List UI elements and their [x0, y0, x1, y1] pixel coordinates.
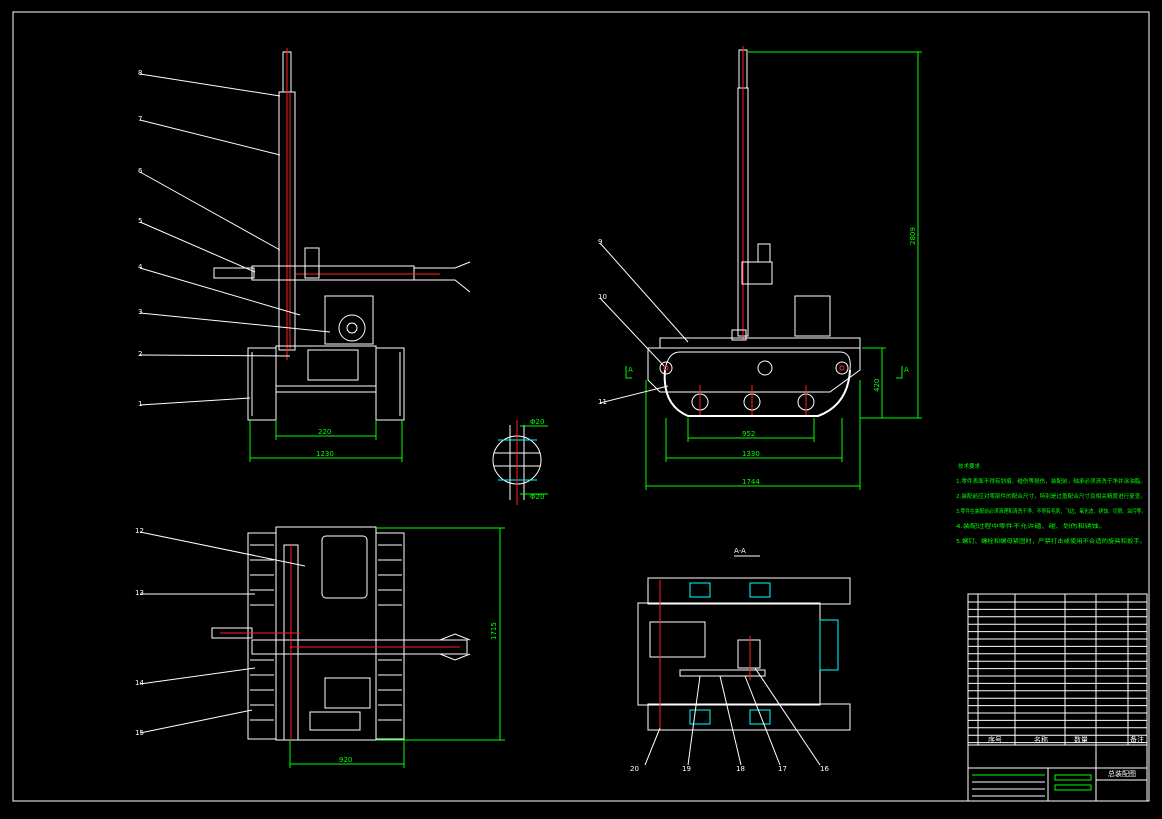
dim-952: 952: [742, 430, 755, 438]
section-view: A-A: [637, 547, 851, 766]
part-label-8: 8: [138, 69, 142, 77]
bom-header-no: 序号: [988, 735, 1002, 744]
part-label-9: 9: [598, 238, 602, 246]
notes-line-4: 4.装配过程中零件不允许磕、碰、划伤和锈蚀。: [956, 522, 1106, 530]
notes-line-3: 3.零件在装配前必须清理和清洗干净，不得有毛刺、飞边、氧化皮、锈蚀、切屑、油污等…: [956, 507, 1146, 515]
dim-1744: 1744: [742, 478, 760, 486]
part-label-3: 3: [138, 308, 142, 316]
dim-920: 920: [339, 756, 352, 764]
dim-1230: 1230: [316, 450, 334, 458]
part-label-13: 13: [135, 589, 144, 597]
part-label-14: 14: [135, 679, 144, 687]
part-label-1: 1: [138, 400, 142, 408]
part-label-6: 6: [138, 167, 143, 175]
side-view: 952 1330 1744 2809 420 A A: [625, 46, 922, 490]
drawing-name: 总装配图: [1108, 769, 1136, 778]
notes-line-5: 5.螺钉、螺栓和螺母紧固时，严禁打击或使用不合适的旋具和扳手。: [956, 537, 1146, 545]
part-label-10: 10: [598, 293, 607, 301]
part-label-2: 2: [138, 350, 142, 358]
dim-1715: 1715: [490, 622, 498, 640]
front-view: 220 1230: [213, 48, 471, 462]
part-label-12: 12: [135, 527, 144, 535]
part-label-15: 15: [135, 729, 144, 737]
dim-420: 420: [873, 379, 881, 392]
drawing-border: [12, 11, 1150, 802]
title-block: 序号 名称 数量 备注 总装配图: [967, 593, 1148, 802]
part-label-17: 17: [778, 765, 787, 773]
section-title: A-A: [734, 547, 746, 555]
part-label-19: 19: [682, 765, 691, 773]
top-view: 920 1715: [211, 526, 505, 768]
notes-line-2: 2.装配前应对零部件的配合尺寸，特别是过盈配合尺寸及相关精度进行复查。: [956, 492, 1146, 500]
notes-title: 技术要求: [958, 462, 981, 470]
leaders-side: [599, 242, 689, 404]
leaders-top: [139, 531, 306, 734]
part-label-20: 20: [630, 765, 639, 773]
notes-line-1: 1.零件表面不得有划痕、碰伤等损伤，装配前，轴承必须清洗干净并涂油脂。: [956, 477, 1146, 485]
part-label-18: 18: [736, 765, 745, 773]
dim-2809: 2809: [909, 227, 917, 245]
detail-view: Φ20 Φ20: [492, 418, 548, 505]
section-mark-right: A: [904, 366, 909, 374]
dim-1330: 1330: [742, 450, 760, 458]
technical-notes: 技术要求 1.零件表面不得有划痕、碰伤等损伤，装配前，轴承必须清洗干净并涂油脂。…: [956, 462, 1146, 545]
part-label-16: 16: [820, 765, 829, 773]
dim-220: 220: [318, 428, 331, 436]
leaders-front: [139, 73, 331, 406]
part-label-11: 11: [598, 398, 607, 406]
bom-header-note: 备注: [1130, 735, 1144, 744]
detail-tol-top: Φ20: [530, 418, 544, 426]
bom-header-qty: 数量: [1074, 735, 1088, 744]
detail-tol-bottom: Φ20: [530, 493, 544, 501]
part-label-7: 7: [138, 115, 142, 123]
part-label-5: 5: [138, 217, 142, 225]
section-mark-left: A: [628, 366, 633, 374]
part-label-4: 4: [138, 263, 143, 271]
bom-header-name: 名称: [1034, 735, 1048, 744]
